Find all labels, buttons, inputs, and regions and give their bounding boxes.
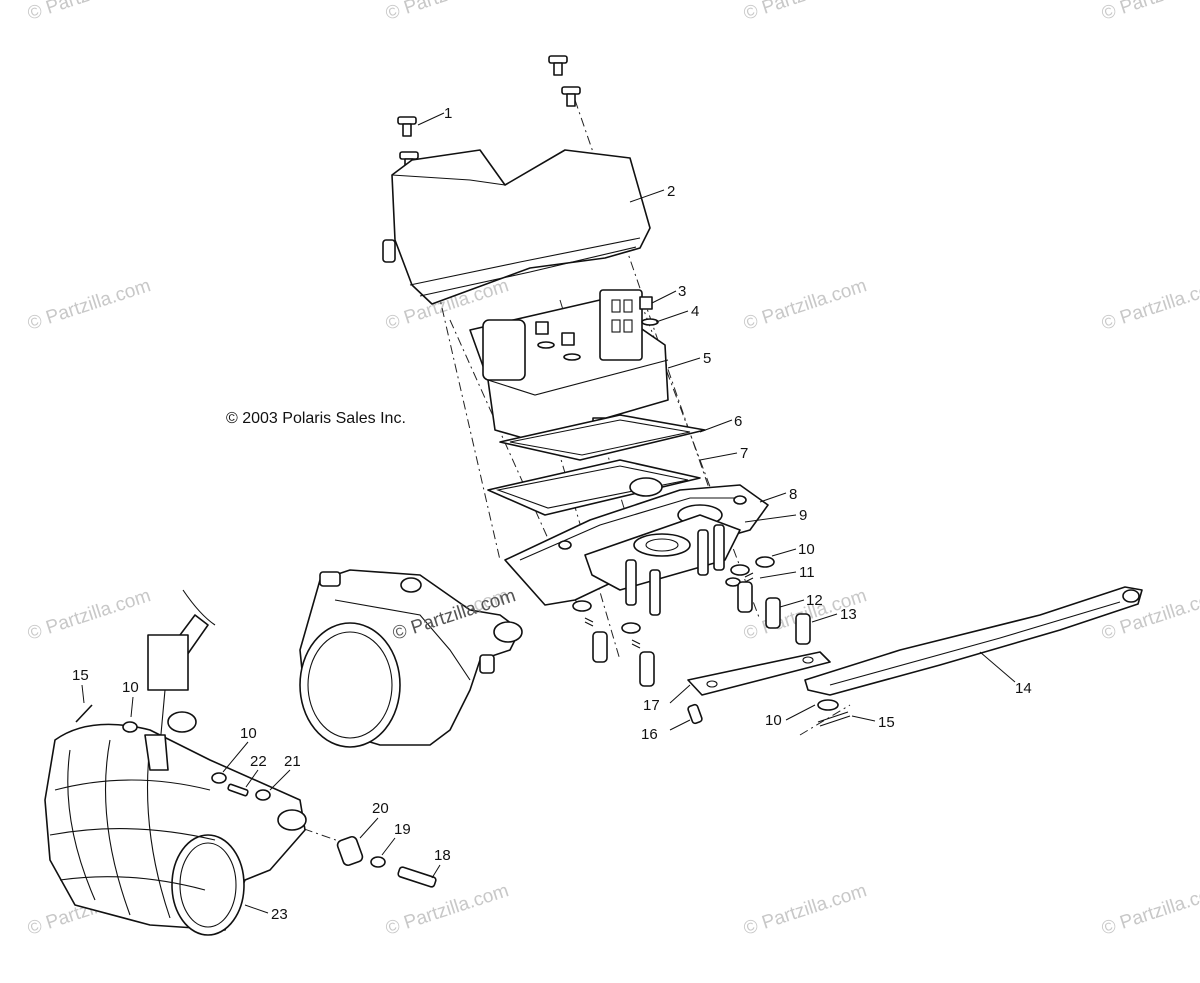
callout-15-right: 15 — [878, 714, 895, 731]
bolts-parts-10-13 — [572, 524, 811, 687]
screw-part-1 — [397, 55, 581, 170]
callout-4: 4 — [691, 303, 699, 320]
callout-7: 7 — [740, 445, 748, 462]
left-hardware — [75, 704, 437, 888]
watermark-0-2: © Partzilla.com — [741, 0, 869, 25]
callout-22: 22 — [250, 753, 267, 770]
cable-lever — [147, 589, 216, 746]
callout-14: 14 — [1015, 680, 1032, 697]
pin-part-16 — [687, 703, 703, 725]
callout-20: 20 — [372, 800, 389, 817]
callout-13: 13 — [840, 606, 857, 623]
throttle-housing — [299, 569, 523, 748]
callout-5: 5 — [703, 350, 711, 367]
callout-3: 3 — [678, 283, 686, 300]
cover-part-2 — [382, 149, 651, 305]
bracket-part-17 — [687, 651, 831, 696]
watermark-3-2: © Partzilla.com — [741, 880, 869, 940]
watermark-3-3: © Partzilla.com — [1099, 880, 1200, 940]
callout-12: 12 — [806, 592, 823, 609]
callout-numbers: 1 2 3 4 5 6 7 8 9 10 11 12 13 14 15 16 1… — [72, 105, 1032, 923]
watermark-0-3: © Partzilla.com — [1099, 0, 1200, 25]
callout-10-b: 10 — [765, 712, 782, 729]
callout-19: 19 — [394, 821, 411, 838]
callout-18: 18 — [434, 847, 451, 864]
callout-21: 21 — [284, 753, 301, 770]
callout-6: 6 — [734, 413, 742, 430]
watermark-0-0: © Partzilla.com — [25, 0, 153, 25]
callout-15-left: 15 — [72, 667, 89, 684]
cotter-pin-part-15-right — [817, 711, 851, 727]
callout-23: 23 — [271, 906, 288, 923]
airbox-part-23 — [44, 711, 307, 936]
callout-2: 2 — [667, 183, 675, 200]
copyright-text: © 2003 Polaris Sales Inc. — [226, 410, 406, 427]
watermark-1-3: © Partzilla.com — [1099, 275, 1200, 335]
callout-11: 11 — [799, 564, 815, 581]
callout-8: 8 — [789, 486, 797, 503]
callout-10-d: 10 — [240, 725, 257, 742]
module-part-5 — [469, 289, 669, 441]
callout-16: 16 — [641, 726, 658, 743]
leader-lines — [81, 112, 1016, 914]
callout-10-a: 10 — [798, 541, 815, 558]
watermark-1-2: © Partzilla.com — [741, 275, 869, 335]
watermark-2-0: © Partzilla.com — [25, 585, 153, 645]
callout-9: 9 — [799, 507, 807, 524]
watermark-0-1: © Partzilla.com — [383, 0, 511, 25]
watermark-1-0: © Partzilla.com — [25, 275, 153, 335]
arm-part-14 — [804, 586, 1143, 711]
callout-10-c: 10 — [122, 679, 139, 696]
watermark-3-1: © Partzilla.com — [383, 880, 511, 940]
callout-1: 1 — [444, 105, 452, 122]
callout-17: 17 — [643, 697, 660, 714]
gasket-part-7 — [487, 459, 701, 516]
